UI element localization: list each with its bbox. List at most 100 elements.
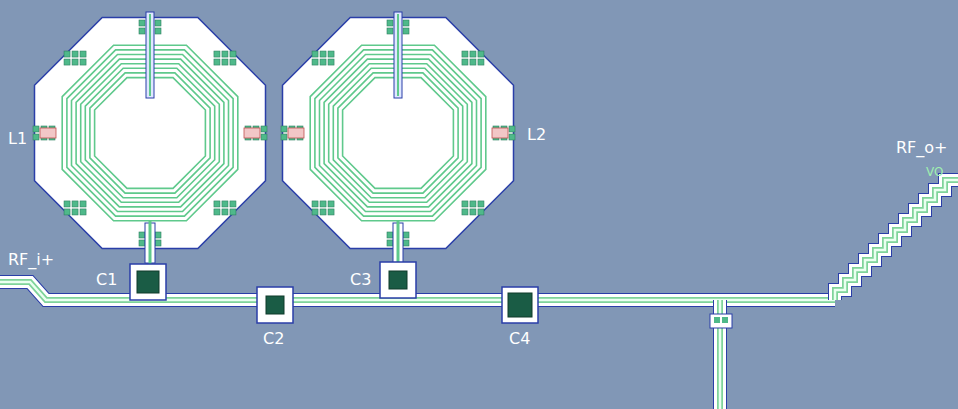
tap-via (710, 314, 732, 328)
via-array (155, 240, 161, 246)
via-array (462, 201, 468, 207)
pin-name: RF_i+ (8, 252, 54, 268)
trace-outline (835, 180, 958, 300)
via-array (80, 209, 86, 215)
via-array (462, 51, 468, 57)
via-array (230, 51, 236, 57)
port (288, 128, 304, 138)
via-array (72, 209, 78, 215)
underpass-trace (149, 14, 151, 96)
part-name: C3 (350, 272, 371, 288)
underpass (394, 12, 402, 98)
capacitor-pad (130, 264, 166, 300)
via-array (80, 201, 86, 207)
via-array (470, 51, 476, 57)
underpass (146, 12, 154, 98)
feed-trace (397, 221, 400, 265)
via-array (462, 209, 468, 215)
via-array (312, 59, 318, 65)
via-array (64, 209, 70, 215)
via-array (403, 28, 409, 34)
via-array (214, 51, 220, 57)
via-array (281, 126, 287, 132)
feed-trace (149, 221, 152, 265)
via-array (139, 240, 145, 246)
via-array (462, 59, 468, 65)
via-array (155, 232, 161, 238)
via-array (478, 59, 484, 65)
part-name: L2 (527, 127, 546, 143)
pin-name: VO (926, 166, 943, 178)
pin-name: RF_o+ (896, 140, 948, 156)
tap-via (722, 317, 728, 323)
part-name: C1 (96, 272, 117, 288)
capacitor-pad (257, 287, 293, 323)
via-array (214, 201, 220, 207)
via-array (72, 51, 78, 57)
via-array (155, 20, 161, 26)
via-array (155, 28, 161, 34)
via-array (230, 59, 236, 65)
via-array (64, 51, 70, 57)
via-array (312, 209, 318, 215)
via-array (328, 209, 334, 215)
trace (0, 282, 835, 300)
via-array (328, 59, 334, 65)
via-array (230, 201, 236, 207)
via-array (320, 51, 326, 57)
port (40, 128, 56, 138)
via-array (222, 201, 228, 207)
via-array (509, 126, 515, 132)
via-array (33, 126, 39, 132)
via-array (328, 201, 334, 207)
trace (835, 180, 958, 300)
capacitor-symbol (137, 271, 159, 293)
capacitor-pad (380, 262, 416, 298)
via-array (281, 134, 287, 140)
via-array (214, 209, 220, 215)
via-array (387, 20, 393, 26)
via-array (403, 20, 409, 26)
via-array (470, 59, 476, 65)
capacitor-symbol (508, 293, 532, 317)
trace-outline (0, 282, 835, 300)
via-array (478, 51, 484, 57)
via-array (312, 201, 318, 207)
via-array (320, 59, 326, 65)
via-array (328, 51, 334, 57)
capacitor-symbol (389, 271, 407, 289)
via-array (470, 201, 476, 207)
capacitor-pad (502, 287, 538, 323)
via-array (320, 209, 326, 215)
trace-core (835, 180, 958, 300)
via-array (387, 232, 393, 238)
capacitor-symbol (266, 296, 284, 314)
via-array (139, 28, 145, 34)
via-array (80, 51, 86, 57)
part-name: C4 (509, 331, 530, 347)
via-array (222, 51, 228, 57)
via-array (222, 209, 228, 215)
via-array (403, 240, 409, 246)
via-array (261, 134, 267, 140)
via-array (214, 59, 220, 65)
via-array (64, 59, 70, 65)
via-array (320, 201, 326, 207)
part-name: L1 (8, 131, 27, 147)
port (492, 128, 508, 138)
via-array (139, 20, 145, 26)
via-array (139, 232, 145, 238)
port (244, 128, 260, 138)
via-array (403, 232, 409, 238)
tap-via (714, 317, 720, 323)
underpass-trace (397, 14, 399, 96)
trace-metal (0, 282, 835, 300)
via-array (387, 240, 393, 246)
part-name: C2 (263, 331, 284, 347)
via-array (64, 201, 70, 207)
via-array (478, 209, 484, 215)
via-array (509, 134, 515, 140)
via-array (222, 59, 228, 65)
via-array (387, 28, 393, 34)
